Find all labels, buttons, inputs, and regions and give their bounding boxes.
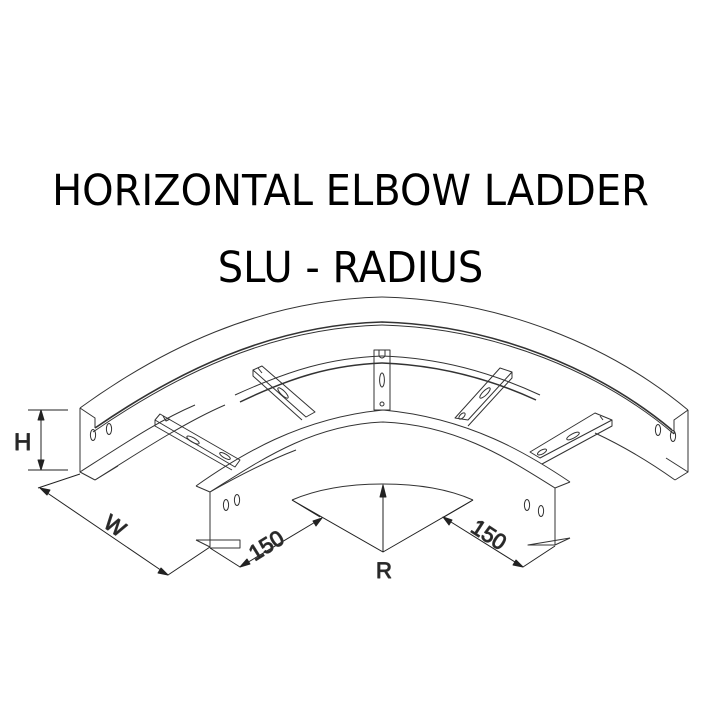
width-label: W — [99, 510, 130, 542]
dimension-lines — [28, 409, 556, 576]
rung-4 — [454, 367, 513, 427]
rungs — [154, 349, 613, 471]
left-length-label: 150 — [244, 525, 288, 566]
rung-support-tracks — [234, 355, 541, 403]
rung-2 — [252, 365, 316, 421]
title-line-1: HORIZONTAL ELBOW LADDER — [52, 166, 649, 216]
title-line-2: SLU - RADIUS — [217, 243, 484, 293]
rung-3 — [373, 349, 391, 411]
rung-1 — [154, 413, 241, 471]
rung-5 — [529, 412, 613, 465]
inner-side-rail — [195, 409, 571, 549]
height-label: H — [14, 429, 31, 456]
outer-side-rail — [79, 296, 689, 481]
right-length-label: 150 — [467, 514, 511, 555]
radius-label: R — [376, 558, 392, 583]
